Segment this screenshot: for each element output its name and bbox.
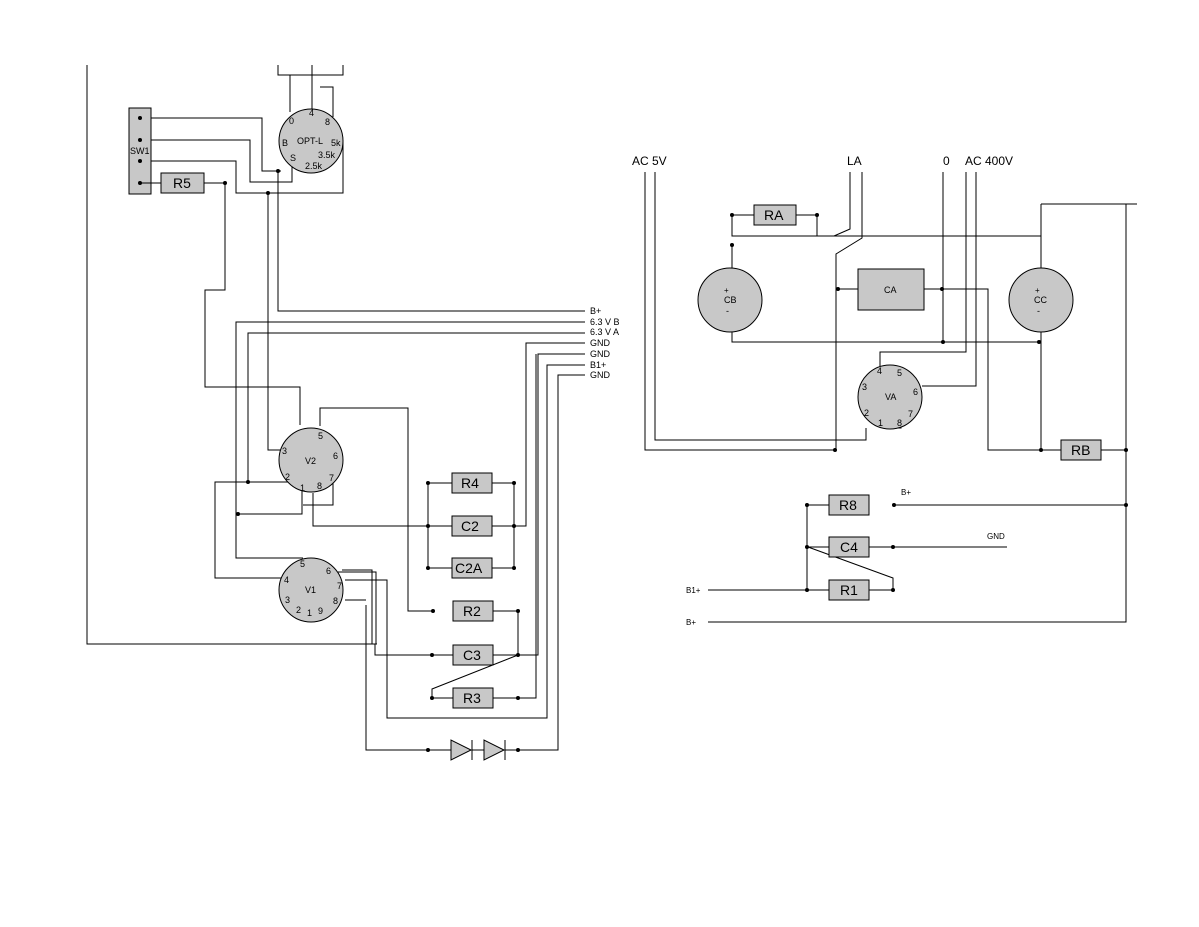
svg-text:4: 4 (309, 108, 314, 118)
r1-resistor: R1 B1+ B+ (686, 579, 895, 627)
opt-transformer: OPT-L 0 4 8 B S 5k 3.5k 2.5k (276, 108, 344, 174)
cc-capacitor: + CC - (941, 267, 1074, 344)
svg-text:2.5k: 2.5k (305, 161, 323, 171)
svg-text:8: 8 (325, 117, 330, 127)
c3-label: C3 (463, 647, 481, 663)
svg-text:1: 1 (300, 483, 305, 493)
cc-label: CC (1034, 295, 1047, 305)
rail-6v3-b: 6.3 V B (590, 317, 620, 327)
r2-label: R2 (463, 603, 481, 619)
r2-resistor: R2 (431, 600, 520, 622)
svg-text:5: 5 (897, 368, 902, 378)
b1plus-input-label: B1+ (686, 586, 701, 595)
svg-text:-: - (1037, 306, 1040, 316)
ac-5v-label: AC 5V (632, 154, 667, 168)
svg-text:1: 1 (307, 608, 312, 618)
rail-b1-plus: B1+ (590, 360, 606, 370)
r4-label: R4 (461, 475, 479, 491)
top-terminal-labels: AC 5V LA 0 AC 400V (632, 154, 1013, 168)
svg-text:2: 2 (296, 605, 301, 615)
r1-label: R1 (840, 582, 858, 598)
svg-text:3: 3 (285, 595, 290, 605)
svg-text:3: 3 (862, 382, 867, 392)
sw1-switch: SW1 (128, 107, 152, 195)
svg-text:7: 7 (329, 473, 334, 483)
svg-text:6: 6 (333, 451, 338, 461)
cb-label: CB (724, 295, 737, 305)
svg-text:6: 6 (326, 566, 331, 576)
v2-tube: V2 3 5 6 2 1 8 7 (236, 427, 344, 516)
c2-capacitor: C2 (426, 515, 516, 537)
r8-resistor: R8 B+ (805, 488, 911, 516)
left-wires (86, 65, 585, 751)
svg-text:+: + (1035, 286, 1040, 295)
r3-label: R3 (463, 690, 481, 706)
ac-400v-label: AC 400V (965, 154, 1013, 168)
zero-label: 0 (943, 154, 950, 168)
svg-text:3: 3 (282, 446, 287, 456)
svg-text:2: 2 (285, 472, 290, 482)
diode-pair (426, 739, 520, 761)
r4-resistor: R4 (426, 472, 516, 494)
c2a-capacitor: C2A (426, 557, 516, 579)
svg-text:2: 2 (864, 408, 869, 418)
r5-label: R5 (173, 175, 191, 191)
svg-text:7: 7 (908, 409, 913, 419)
svg-text:-: - (726, 306, 729, 316)
r8-bplus-label: B+ (901, 488, 911, 497)
la-label: LA (847, 154, 862, 168)
svg-text:8: 8 (317, 481, 322, 491)
c4-label: C4 (840, 539, 858, 555)
svg-text:5: 5 (318, 431, 323, 441)
right-wires (644, 172, 1137, 623)
va-label: VA (885, 392, 896, 402)
svg-text:5k: 5k (331, 138, 341, 148)
svg-text:8: 8 (333, 596, 338, 606)
svg-text:0: 0 (289, 116, 294, 126)
ra-label: RA (764, 207, 784, 223)
v1-label: V1 (305, 585, 316, 595)
r3-resistor: R3 (430, 687, 520, 709)
rail-labels: B+ 6.3 V B 6.3 V A GND GND B1+ GND (590, 306, 620, 380)
c2a-label: C2A (455, 560, 483, 576)
r8-label: R8 (839, 497, 857, 513)
v1-tube: V1 5 6 4 7 3 8 2 1 9 (278, 557, 344, 623)
svg-text:3.5k: 3.5k (318, 150, 336, 160)
v2-label: V2 (305, 456, 316, 466)
svg-text:7: 7 (337, 581, 342, 591)
rail-b-plus: B+ (590, 306, 601, 316)
rail-gnd-1: GND (590, 338, 611, 348)
svg-text:1: 1 (878, 418, 883, 428)
rail-6v3-a: 6.3 V A (590, 327, 619, 337)
svg-text:8: 8 (897, 418, 902, 428)
opt-label: OPT-L (297, 136, 323, 146)
rail-gnd-2: GND (590, 349, 611, 359)
svg-text:B: B (282, 138, 288, 148)
r5-resistor: R5 (140, 172, 270, 195)
va-tube: VA 4 5 3 6 2 7 1 8 (833, 364, 923, 452)
ca-label: CA (884, 285, 897, 295)
svg-text:9: 9 (318, 606, 323, 616)
ca-capacitor: CA (836, 268, 944, 311)
svg-text:+: + (724, 286, 729, 295)
c3-capacitor: C3 (430, 644, 520, 666)
rb-resistor: RB (1039, 439, 1128, 507)
ra-resistor: RA (730, 204, 819, 247)
c2-label: C2 (461, 518, 479, 534)
svg-text:S: S (290, 153, 296, 163)
sw1-label: SW1 (130, 146, 150, 156)
svg-text:5: 5 (300, 559, 305, 569)
c4-gnd-label: GND (987, 532, 1005, 541)
svg-text:4: 4 (877, 366, 882, 376)
rb-label: RB (1071, 442, 1090, 458)
cb-capacitor: + CB - (697, 267, 763, 333)
rail-gnd-3: GND (590, 370, 611, 380)
c4-capacitor: C4 GND (805, 532, 1005, 558)
bplus-input-label: B+ (686, 618, 696, 627)
svg-text:6: 6 (913, 387, 918, 397)
svg-text:4: 4 (284, 575, 289, 585)
